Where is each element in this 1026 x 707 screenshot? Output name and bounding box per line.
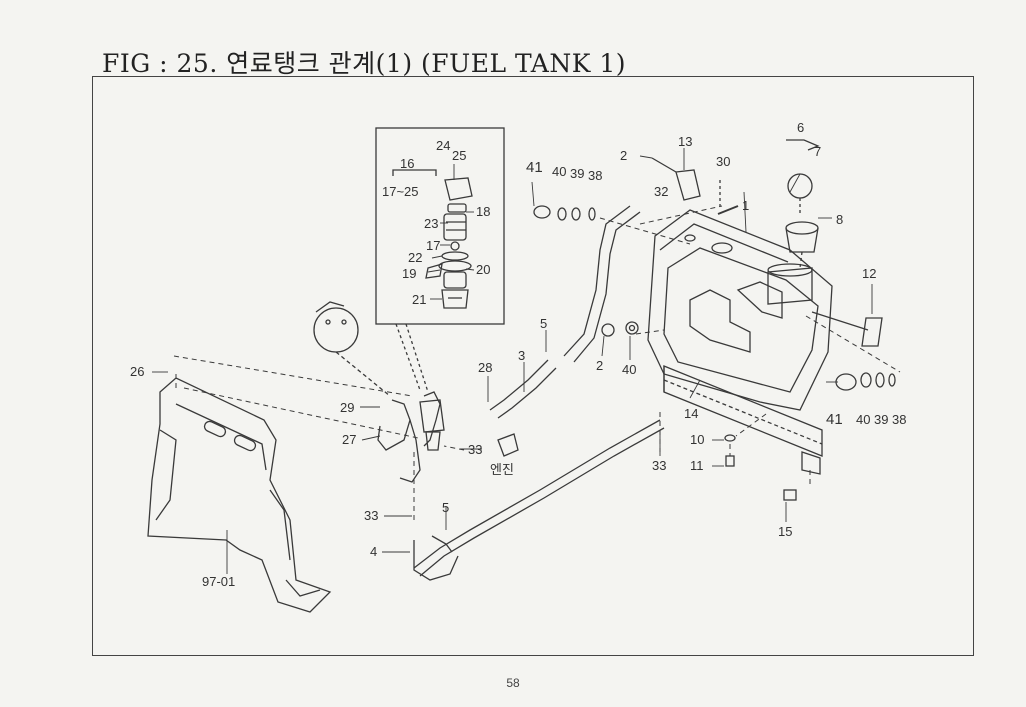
side-panel (147, 377, 332, 613)
label-40-mid: 40 (622, 362, 636, 377)
label-7: 7 (814, 144, 821, 159)
label-33-low: 33 (364, 508, 378, 523)
label-6: 6 (797, 120, 804, 135)
fuel-pump (313, 301, 391, 397)
label-15: 15 (778, 524, 792, 539)
filler-cap (785, 139, 820, 269)
label-41-left: 41 (526, 159, 543, 176)
label-22: 22 (408, 250, 422, 265)
fuel-filter-assembly (425, 177, 473, 309)
label-12: 12 (862, 266, 876, 281)
page-number: 58 (506, 676, 520, 690)
label-26: 26 (130, 364, 144, 379)
inset-filter-box (375, 127, 505, 325)
label-3: 3 (518, 348, 525, 363)
label-17-25: 17~25 (382, 184, 419, 199)
fuel-tank-body (647, 209, 833, 411)
label-18: 18 (476, 204, 490, 219)
label-38-right: 38 (892, 412, 906, 427)
label-1: 1 (742, 198, 749, 213)
label-40-right: 40 (856, 412, 870, 427)
label-97-01: 97-01 (202, 574, 235, 589)
label-10: 10 (690, 432, 704, 447)
frame-rail (663, 365, 823, 475)
label-21: 21 (412, 292, 426, 307)
label-30: 30 (716, 154, 730, 169)
label-23: 23 (424, 216, 438, 231)
label-25: 25 (452, 148, 466, 163)
diagram-frame (92, 76, 974, 656)
label-41-right: 41 (826, 411, 843, 428)
label-engine: 엔진 (490, 462, 514, 477)
label-24: 24 (436, 138, 450, 153)
figure-title: FIG : 25. 연료탱크 관계(1) (FUEL TANK 1) (102, 49, 627, 78)
label-19: 19 (402, 266, 416, 281)
label-40-left: 40 (552, 164, 566, 179)
label-5-top: 5 (540, 316, 547, 331)
label-39-right: 39 (874, 412, 888, 427)
label-32: 32 (654, 184, 668, 199)
label-20: 20 (476, 262, 490, 277)
label-16: 16 (400, 156, 414, 171)
label-4: 4 (370, 544, 377, 559)
label-17: 17 (426, 238, 440, 253)
label-38-left: 38 (588, 168, 602, 183)
label-11: 11 (690, 458, 704, 473)
label-33-right: 33 (652, 458, 666, 473)
fuel-hoses (377, 205, 665, 581)
label-2-mid: 2 (596, 358, 603, 373)
label-27: 27 (342, 432, 356, 447)
label-28: 28 (478, 360, 492, 375)
label-2-top: 2 (620, 148, 627, 163)
label-5-low: 5 (442, 500, 449, 515)
label-33-mid: 33 (468, 442, 482, 457)
label-14: 14 (684, 406, 698, 421)
label-29: 29 (340, 400, 354, 415)
label-39-left: 39 (570, 166, 584, 181)
label-8: 8 (836, 212, 843, 227)
label-13: 13 (678, 134, 692, 149)
